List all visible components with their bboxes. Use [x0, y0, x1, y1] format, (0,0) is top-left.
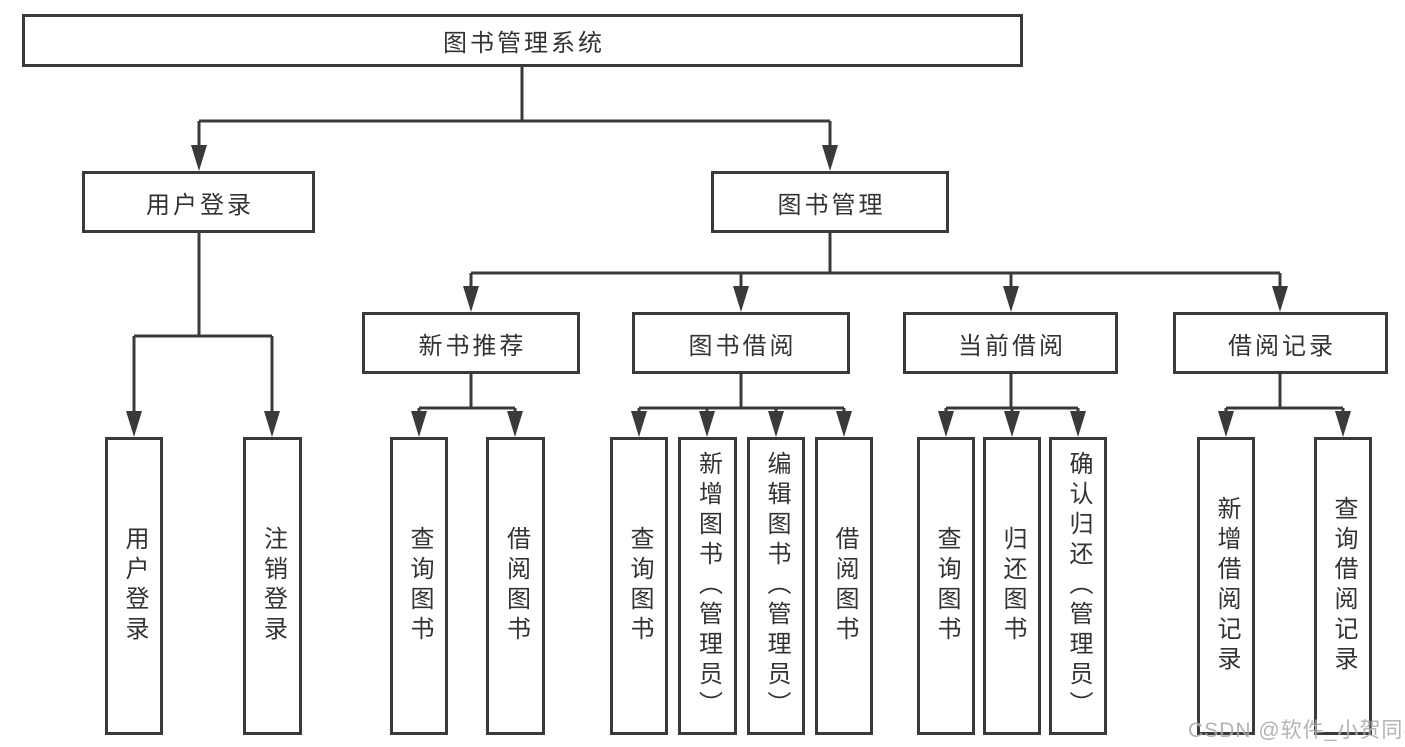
leaf-query-borrow-record: 查询借阅记录: [1314, 437, 1372, 735]
leaf-borrow-books: 借阅图书: [815, 437, 873, 735]
node-label: 确认归还（管理员）: [1065, 451, 1092, 721]
leaf-query-books-current: 查询图书: [917, 437, 975, 735]
node-label: 新书推荐: [418, 332, 527, 360]
node-book-borrow: 图书借阅: [632, 312, 850, 374]
connector-book-borrow-children: [631, 374, 852, 437]
connector-new-book-recommend-children: [411, 374, 523, 437]
connector-borrow-records-children: [1218, 374, 1351, 437]
node-label: 当前借阅: [958, 332, 1066, 360]
leaf-user-login: 用户登录: [105, 437, 163, 735]
node-label: 借阅记录: [1228, 332, 1336, 360]
leaf-add-borrow-record: 新增借阅记录: [1197, 437, 1255, 735]
node-label: 查询图书: [626, 526, 653, 646]
node-label: 用户登录: [121, 526, 148, 646]
leaf-add-book-admin: 新增图书（管理员）: [678, 437, 737, 735]
connector-book-management-children: [463, 233, 1288, 312]
leaf-query-books-recommend: 查询图书: [390, 437, 448, 735]
node-label: 注销登录: [259, 526, 287, 646]
node-library-management-system: 图书管理系统: [22, 14, 1023, 67]
node-label: 查询图书: [933, 526, 960, 646]
leaf-borrow-books-recommend: 借阅图书: [486, 437, 545, 735]
node-label: 借阅图书: [831, 526, 858, 646]
node-label: 归还图书: [999, 526, 1026, 646]
connector-user-login-children: [126, 233, 280, 437]
node-label: 图书管理系统: [443, 30, 605, 57]
watermark: CSDN @软件_小贺同学: [1188, 719, 1405, 742]
node-label: 查询借阅记录: [1330, 496, 1357, 676]
node-borrow-records: 借阅记录: [1173, 312, 1388, 374]
node-label: 查询图书: [406, 526, 433, 646]
connector-current-borrow-children: [938, 374, 1086, 437]
node-label: 图书管理: [777, 191, 886, 219]
node-user-login: 用户登录: [82, 171, 315, 233]
leaf-return-book: 归还图书: [983, 437, 1041, 735]
leaf-edit-book-admin: 编辑图书（管理员）: [747, 437, 805, 735]
node-current-borrow: 当前借阅: [903, 312, 1118, 374]
connector-root-to-level2: [191, 67, 838, 171]
node-label: 用户登录: [146, 191, 254, 219]
leaf-logout: 注销登录: [243, 437, 302, 735]
node-label: 编辑图书（管理员）: [763, 451, 790, 721]
node-new-book-recommend: 新书推荐: [362, 312, 580, 374]
node-label: 新增图书（管理员）: [694, 451, 722, 721]
node-label: 图书借阅: [688, 332, 797, 360]
node-label: 借阅图书: [502, 526, 530, 646]
node-book-management: 图书管理: [711, 171, 949, 233]
leaf-query-books-borrow: 查询图书: [610, 437, 668, 735]
node-label: 新增借阅记录: [1213, 496, 1240, 676]
leaf-confirm-return-admin: 确认归还（管理员）: [1049, 437, 1107, 735]
